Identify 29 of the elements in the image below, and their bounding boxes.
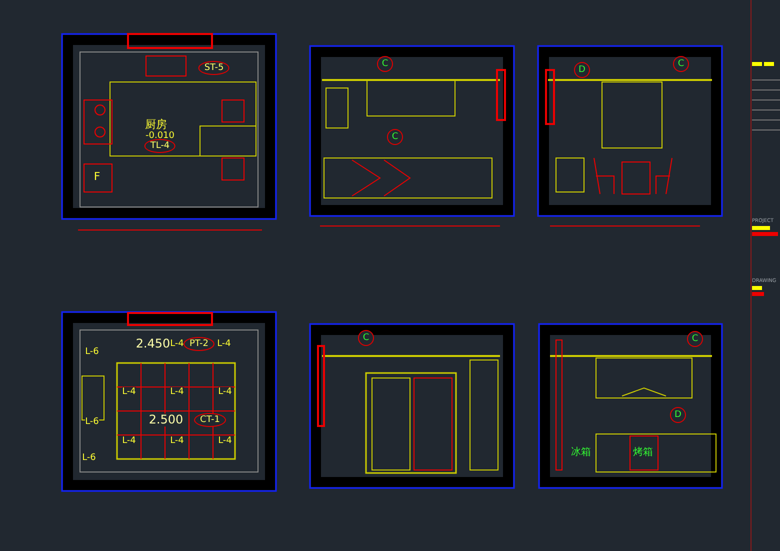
section-marker: C xyxy=(377,56,393,72)
light-label: L-4 xyxy=(122,436,136,446)
material-tag: ST-5 xyxy=(198,61,230,75)
light-label: L-4 xyxy=(217,339,231,349)
appliance-label: 烤箱 xyxy=(633,448,653,458)
light-label: L-6 xyxy=(82,453,96,463)
light-label: L-4 xyxy=(170,387,184,397)
light-label: L-4 xyxy=(218,436,232,446)
section-marker: C xyxy=(387,129,403,145)
light-label: L-4 xyxy=(170,436,184,446)
level-mark: 2.450 xyxy=(136,338,170,350)
light-label: L-4 xyxy=(170,339,184,349)
cabinet-label: F xyxy=(94,171,100,183)
section-marker: C xyxy=(673,56,689,72)
section-marker: D xyxy=(670,407,686,423)
light-label: L-4 xyxy=(218,387,232,397)
light-label: L-6 xyxy=(85,417,99,427)
light-label: L-4 xyxy=(122,387,136,397)
appliance-label: 冰箱 xyxy=(571,448,591,458)
material-tag: PT-2 xyxy=(183,337,215,351)
section-marker: D xyxy=(574,62,590,78)
room-label: 厨房 xyxy=(145,119,167,131)
section-marker: C xyxy=(358,330,374,346)
level-mark: 2.500 xyxy=(148,414,184,426)
level-mark: -0.010 xyxy=(146,131,174,141)
material-tag: TL-4 xyxy=(144,139,176,153)
material-tag: CT-1 xyxy=(194,413,226,427)
light-label: L-6 xyxy=(85,347,99,357)
section-marker: C xyxy=(687,331,703,347)
